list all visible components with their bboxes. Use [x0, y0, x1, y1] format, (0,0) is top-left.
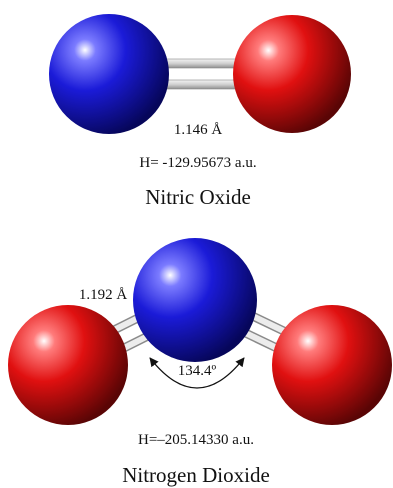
no2-bond-length-label: 1.192 Å	[79, 287, 128, 303]
no-double-bond	[159, 58, 241, 90]
no-energy-label: H= -129.95673 a.u.	[139, 155, 256, 171]
oxygen-atom-right	[272, 305, 392, 425]
oxygen-atom-left	[8, 305, 128, 425]
no2-energy-label: H=–205.14330 a.u.	[138, 432, 254, 448]
no-molecule-name: Nitric Oxide	[145, 185, 251, 209]
nitrogen-atom-center	[133, 238, 257, 362]
no-bond-length-label: 1.146 Å	[174, 122, 223, 138]
bond-angle-arc	[149, 357, 245, 389]
no2-angle-label: 134.4º	[178, 363, 217, 379]
nitric-oxide-molecule: 1.146 Å H= -129.95673 a.u. Nitric Oxide	[49, 14, 351, 209]
nitrogen-atom	[49, 14, 169, 134]
nitrogen-dioxide-molecule: 1.192 Å 134.4º H=–205.14330 a.u. Nitroge…	[8, 238, 392, 487]
no2-molecule-name: Nitrogen Dioxide	[122, 463, 270, 487]
oxygen-atom	[233, 15, 351, 133]
